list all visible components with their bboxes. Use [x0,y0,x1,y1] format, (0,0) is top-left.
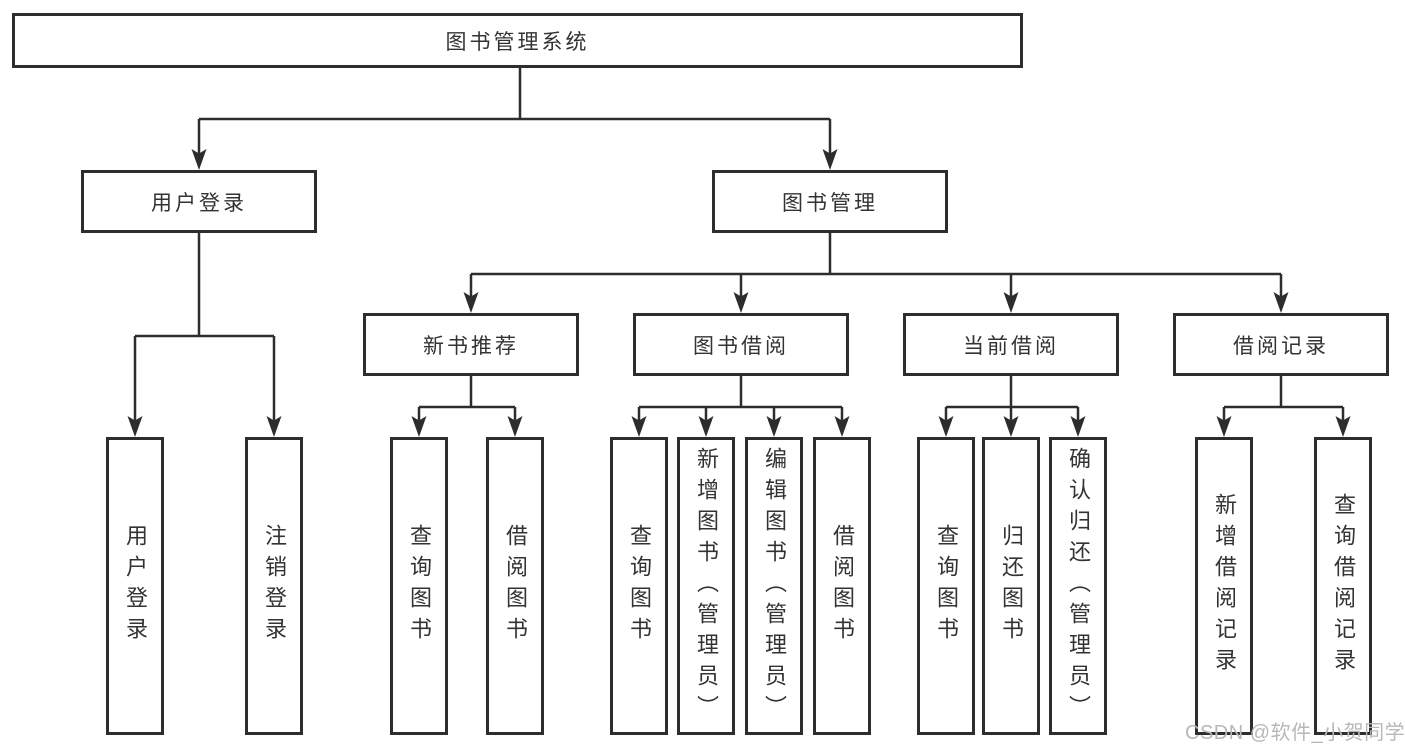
connector-line [197,68,832,162]
node-label: 归还图书 [999,524,1024,648]
node-label: 新增图书（管理员） [694,446,719,726]
node-book-management: 图书管理 [712,170,948,233]
node-label: 借阅图书 [830,524,855,648]
arrowhead-icon [1003,292,1019,313]
connector-line [637,376,844,429]
node-label: 查询图书 [627,524,652,648]
node-label: 编辑图书（管理员） [762,446,787,726]
connector-line [133,233,276,429]
arrowhead-icon [1003,416,1019,437]
connector-line [944,376,1080,429]
node-label: 图书借阅 [693,334,789,358]
node-query-books-recommend: 查询图书 [390,437,448,735]
node-new-book-recommend: 新书推荐 [363,313,579,376]
arrowhead-icon [822,149,838,170]
arrowhead-icon [766,416,782,437]
node-label: 新书推荐 [423,334,519,358]
connector-book-borrowing-group [631,376,850,437]
node-return-books: 归还图书 [982,437,1040,735]
arrowhead-icon [631,416,647,437]
connector-line [469,233,1283,305]
node-label: 查询图书 [407,524,432,648]
node-user-login-group: 用户登录 [81,170,317,233]
arrowhead-icon [463,292,479,313]
node-label: 借阅图书 [503,524,528,648]
node-user-login: 用户登录 [106,437,164,735]
connector-root-to-level1 [191,68,838,170]
node-label: 新增借阅记录 [1212,493,1237,679]
node-label: 图书管理系统 [445,30,590,54]
connector-new-book-recommend-group [411,376,523,437]
node-label: 图书管理 [782,191,878,215]
node-query-books-borrowing: 查询图书 [610,437,668,735]
arrowhead-icon [698,416,714,437]
node-query-books-current: 查询图书 [917,437,975,735]
arrowhead-icon [1216,416,1232,437]
arrowhead-icon [266,416,282,437]
node-label: 当前借阅 [963,334,1059,358]
node-query-borrow-record: 查询借阅记录 [1314,437,1372,735]
connector-book-management-group [463,233,1289,313]
node-borrowing-records: 借阅记录 [1173,313,1389,376]
arrowhead-icon [733,292,749,313]
node-label: 查询借阅记录 [1331,493,1356,679]
node-label: 查询图书 [934,524,959,648]
node-label: 用户登录 [123,524,148,648]
arrowhead-icon [127,416,143,437]
connector-current-borrowing-group [938,376,1086,437]
node-label: 确认归还（管理员） [1066,446,1091,726]
arrowhead-icon [938,416,954,437]
node-add-books-admin: 新增图书（管理员） [677,437,735,735]
connector-line [1222,376,1345,429]
arrowhead-icon [411,416,427,437]
node-edit-books-admin: 编辑图书（管理员） [745,437,803,735]
node-label: 借阅记录 [1233,334,1329,358]
arrowhead-icon [507,416,523,437]
connector-borrowing-records-group [1216,376,1351,437]
connector-line [417,376,517,429]
node-library-system: 图书管理系统 [12,13,1023,68]
node-borrow-books: 借阅图书 [813,437,871,735]
node-logout-login: 注销登录 [245,437,303,735]
arrowhead-icon [191,149,207,170]
node-add-borrow-record: 新增借阅记录 [1195,437,1253,735]
node-confirm-return-admin: 确认归还（管理员） [1049,437,1107,735]
csdn-watermark: CSDN @软件_小贺同学 [1185,722,1405,744]
arrowhead-icon [1273,292,1289,313]
arrowhead-icon [1335,416,1351,437]
arrowhead-icon [1070,416,1086,437]
node-borrow-books-recommend: 借阅图书 [486,437,544,735]
node-label: 注销登录 [262,524,287,648]
node-book-borrowing: 图书借阅 [633,313,849,376]
connector-user-login-group [127,233,282,437]
node-current-borrowing: 当前借阅 [903,313,1119,376]
node-label: 用户登录 [151,191,247,215]
arrowhead-icon [834,416,850,437]
